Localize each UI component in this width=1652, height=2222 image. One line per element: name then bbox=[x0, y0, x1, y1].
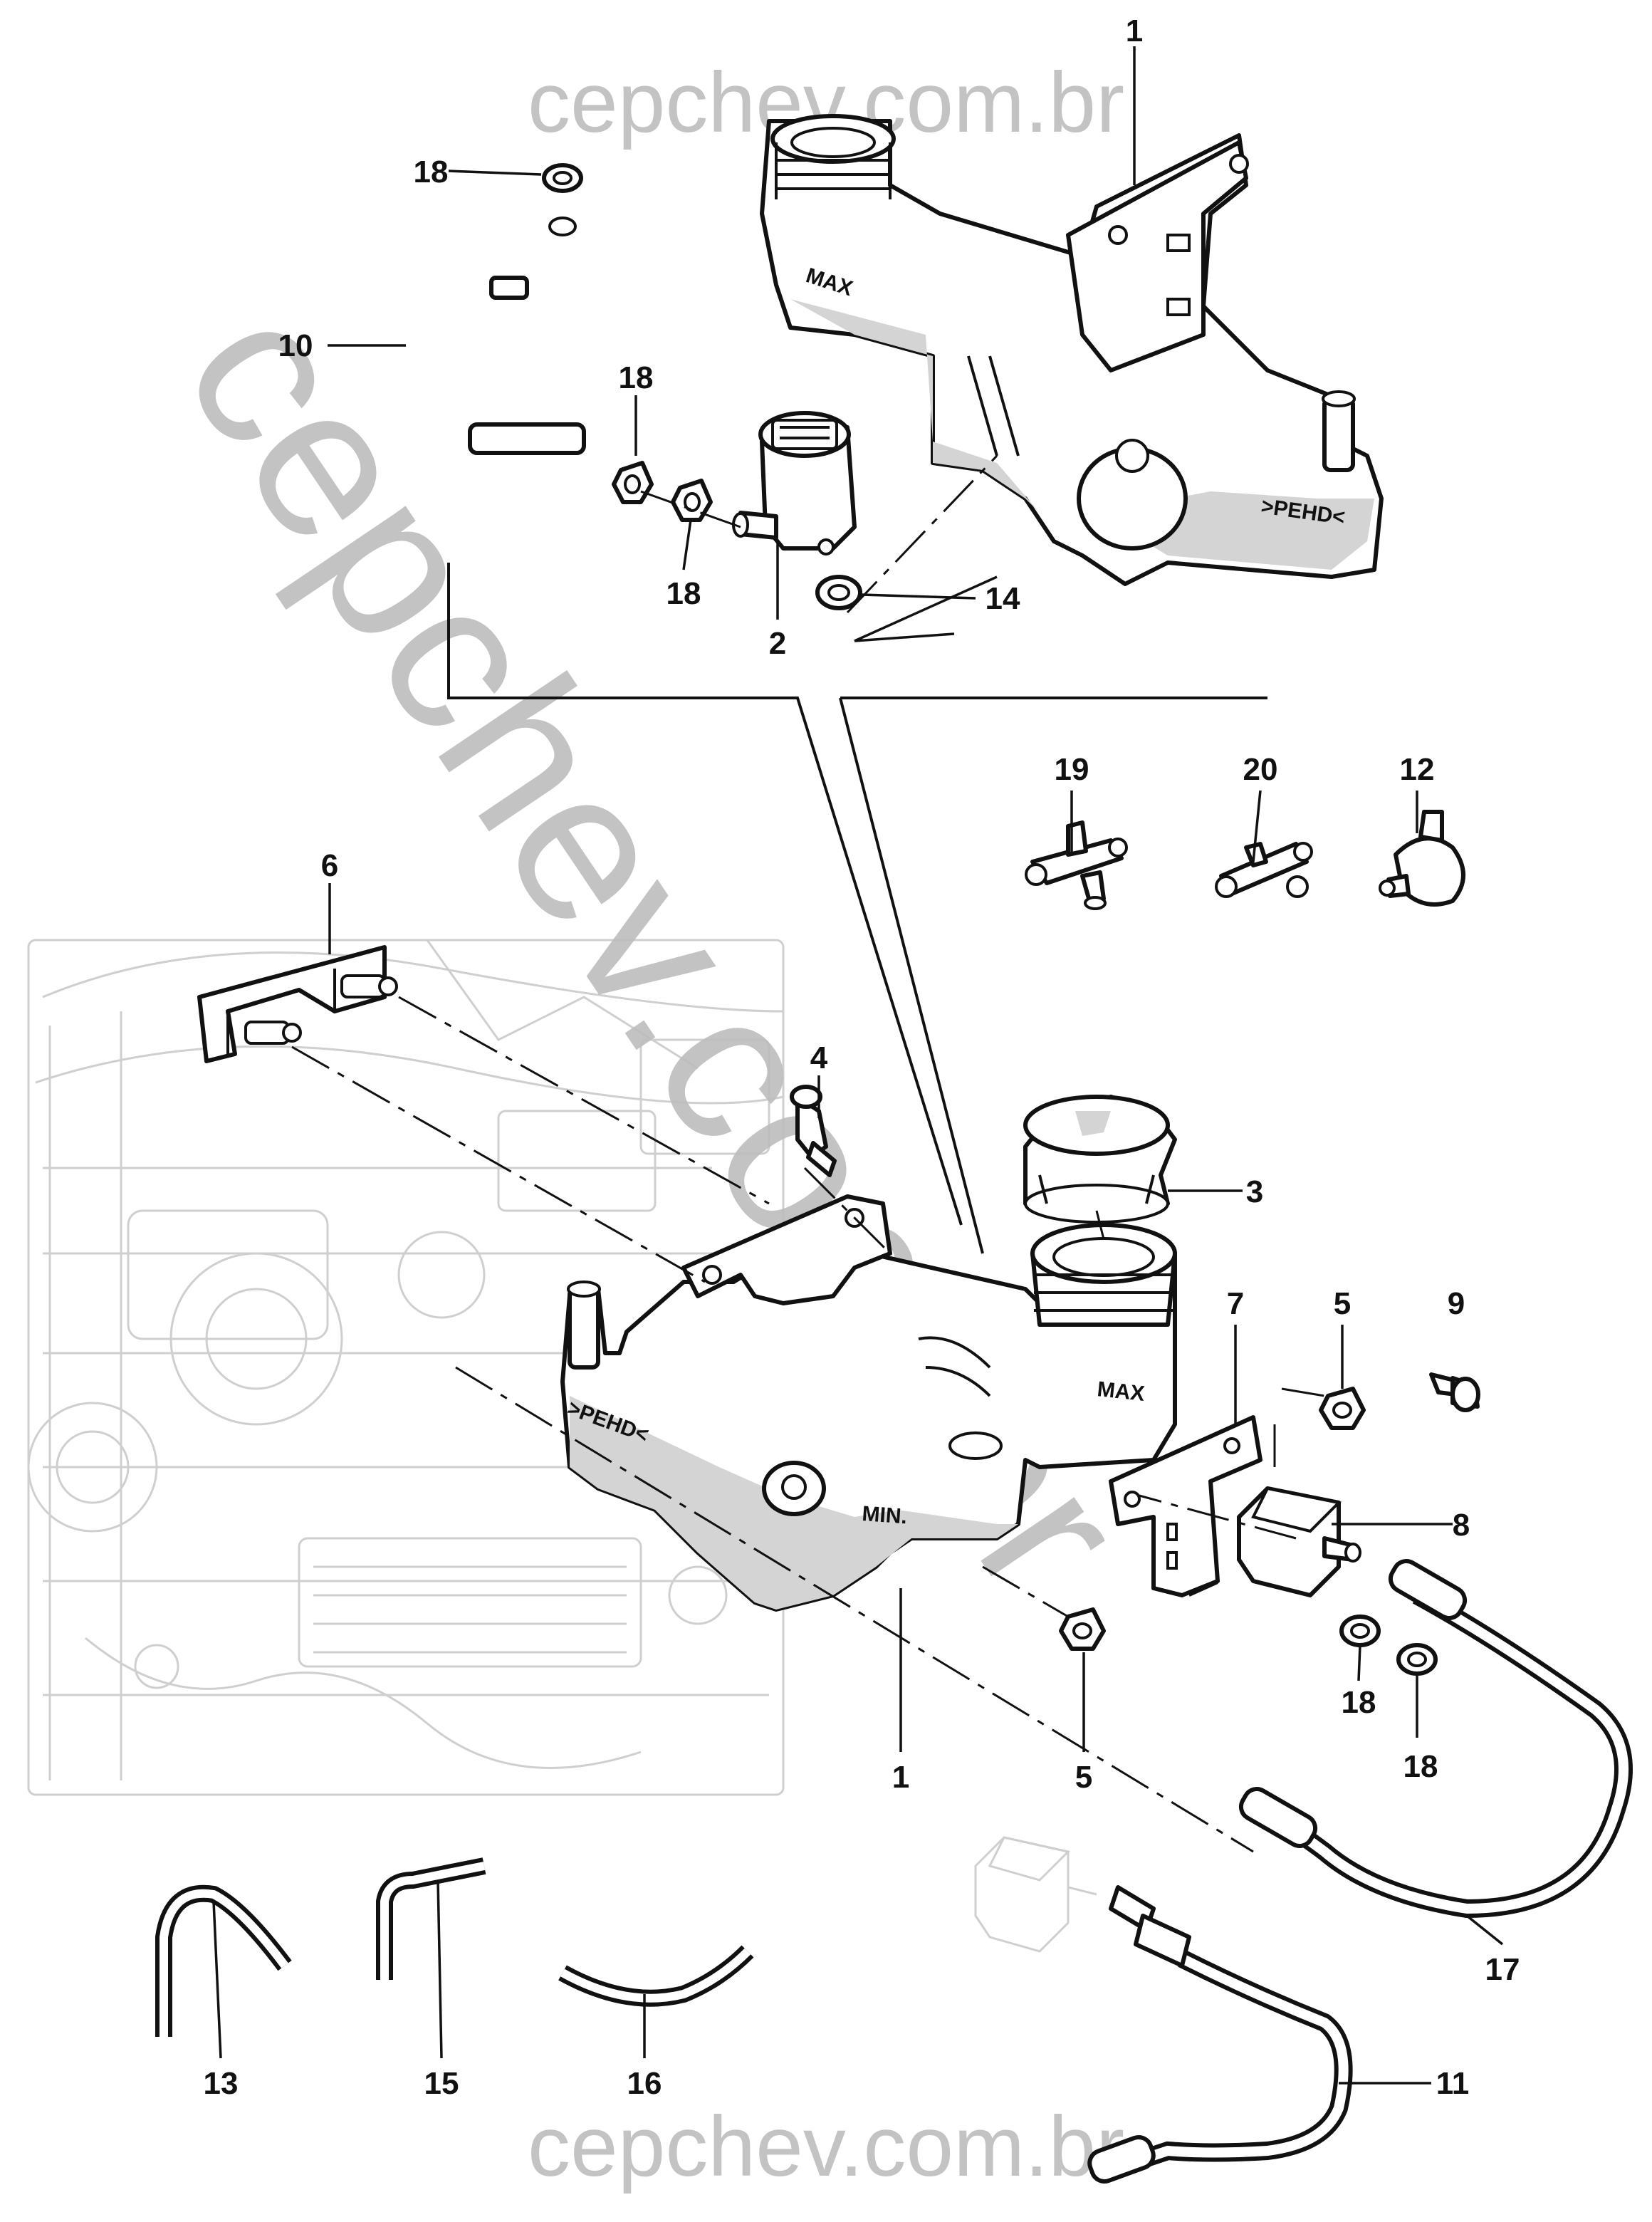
nut-5-upper bbox=[1319, 1387, 1366, 1430]
callout-13: 13 bbox=[204, 2066, 239, 2101]
callout-1-lower: 1 bbox=[892, 1760, 909, 1795]
clip-18-nut-a bbox=[612, 461, 654, 504]
callout-5-upper: 5 bbox=[1334, 1286, 1351, 1321]
callout-14: 14 bbox=[986, 581, 1020, 616]
clip-18-nut-b bbox=[671, 479, 713, 522]
callout-5-lower: 5 bbox=[1075, 1760, 1092, 1795]
bracket-7 bbox=[1109, 1415, 1262, 1597]
callout-15: 15 bbox=[424, 2066, 459, 2101]
reservoir-lower: MAX MIN. >PEHD< bbox=[560, 1194, 1177, 1612]
leader-lines bbox=[212, 46, 1504, 2085]
reservoir-upper-detail: MAX >PEHD< bbox=[760, 114, 1384, 586]
filler-cap-3 bbox=[1023, 1095, 1177, 1224]
connector-20 bbox=[1215, 842, 1313, 898]
connector-19 bbox=[1025, 820, 1128, 910]
callout-18-top: 18 bbox=[414, 155, 449, 189]
nut-5-lower bbox=[1059, 1607, 1106, 1651]
seal-14 bbox=[815, 575, 862, 610]
hose-11 bbox=[1087, 1885, 1353, 2184]
callout-6: 6 bbox=[321, 848, 338, 883]
callout-20: 20 bbox=[1243, 752, 1278, 787]
hose-15 bbox=[376, 1857, 486, 1980]
callout-3: 3 bbox=[1246, 1174, 1263, 1209]
callout-1-upper: 1 bbox=[1126, 14, 1143, 48]
callout-4: 4 bbox=[810, 1040, 828, 1075]
watermark-bottom: cepchev.com.br bbox=[528, 2099, 1124, 2194]
hose-10 bbox=[407, 217, 586, 455]
bolt-9 bbox=[1429, 1372, 1480, 1412]
hose-16 bbox=[558, 1945, 754, 2007]
callout-11: 11 bbox=[1436, 2066, 1470, 2101]
hose-17 bbox=[1238, 1559, 1633, 1919]
callout-9: 9 bbox=[1448, 1286, 1465, 1321]
bracket-6 bbox=[197, 945, 398, 1063]
level-sensor-8 bbox=[1237, 1486, 1361, 1597]
clip-18-right-b bbox=[1396, 1643, 1438, 1676]
callout-18-upper-nut: 18 bbox=[619, 360, 654, 395]
embossed-max-lower: MAX bbox=[1096, 1377, 1146, 1406]
embossed-min-lower: MIN. bbox=[862, 1502, 908, 1528]
callout-labels: 1 18 10 18 18 2 14 19 20 12 6 4 3 7 5 9 … bbox=[204, 14, 1520, 2101]
callout-18-right-b: 18 bbox=[1403, 1749, 1438, 1784]
callout-18-lower-nut: 18 bbox=[666, 576, 701, 611]
hose-13 bbox=[155, 1884, 292, 2037]
callout-19: 19 bbox=[1055, 752, 1089, 787]
assembly-lines bbox=[291, 454, 1325, 1853]
sensor-ghost bbox=[974, 1836, 1097, 1953]
clip-18-right-a bbox=[1339, 1615, 1381, 1647]
connector-12 bbox=[1379, 810, 1465, 907]
callout-12: 12 bbox=[1400, 752, 1435, 787]
callout-10: 10 bbox=[278, 328, 313, 363]
clip-18-top bbox=[542, 163, 583, 193]
callout-18-right-a: 18 bbox=[1342, 1685, 1376, 1720]
callout-2: 2 bbox=[769, 626, 786, 661]
callout-17: 17 bbox=[1485, 1952, 1520, 1987]
engine-background-illustration bbox=[27, 939, 785, 1796]
callout-7: 7 bbox=[1227, 1286, 1244, 1321]
washer-pump bbox=[732, 411, 857, 556]
callout-16: 16 bbox=[627, 2066, 662, 2101]
callout-8: 8 bbox=[1453, 1508, 1470, 1543]
